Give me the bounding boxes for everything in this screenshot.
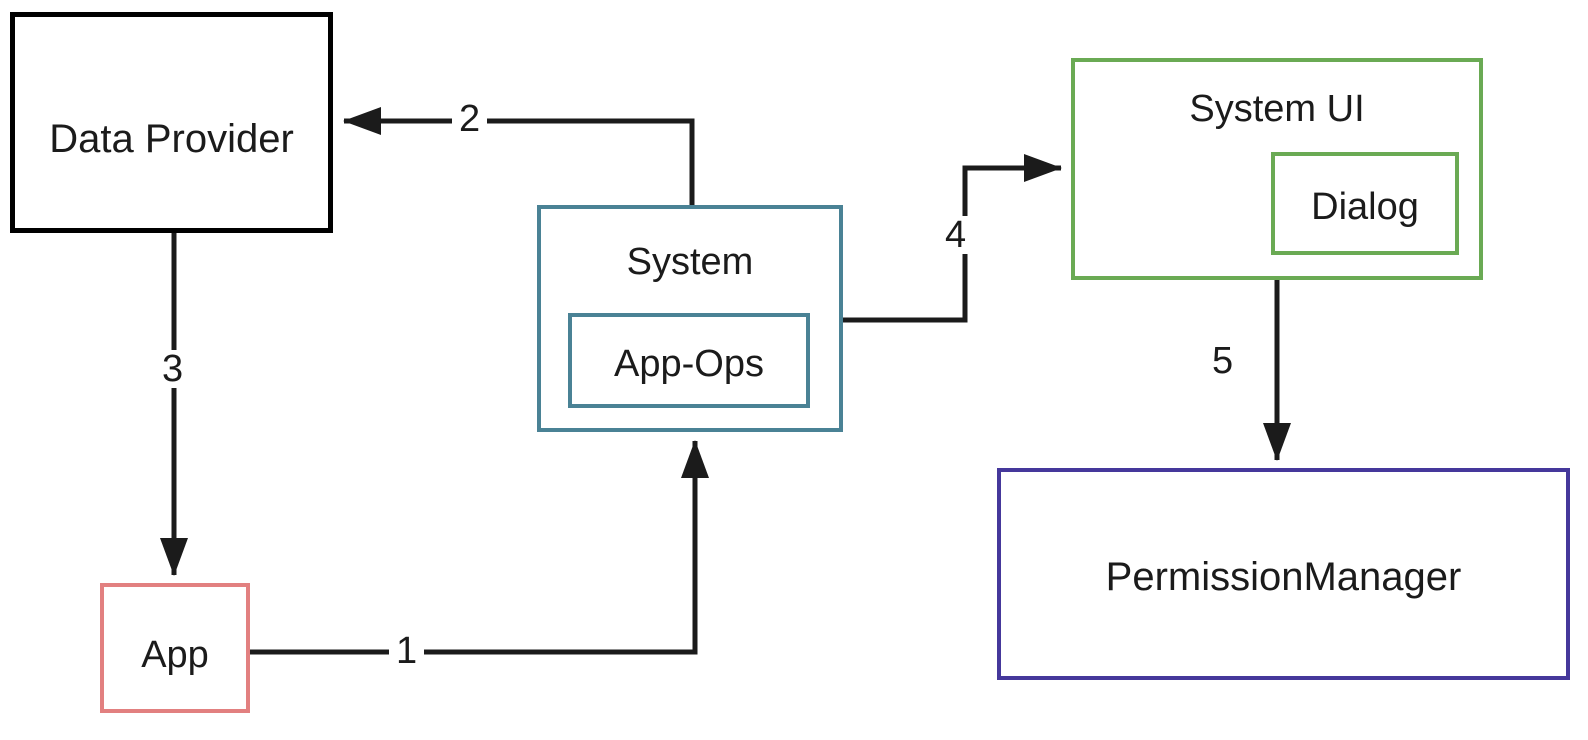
node-app[interactable]: App [100, 583, 250, 713]
node-permission-manager[interactable]: PermissionManager [997, 468, 1570, 680]
node-app-label: App [141, 634, 209, 676]
edge-label-3: 3 [155, 350, 191, 388]
edge-label-4: 4 [938, 216, 974, 254]
edge-label-1: 1 [389, 632, 425, 670]
edge-2-path [343, 107, 695, 205]
edge-label-5: 5 [1205, 342, 1241, 380]
node-dialog-label: Dialog [1311, 186, 1419, 228]
node-system-label: System [626, 241, 754, 283]
node-app-ops[interactable]: App-Ops [568, 313, 810, 408]
node-permission-manager-label: PermissionManager [1105, 555, 1462, 599]
edge-label-2: 2 [452, 100, 488, 138]
node-dialog[interactable]: Dialog [1271, 152, 1459, 255]
node-app-ops-label: App-Ops [614, 343, 764, 385]
node-system-ui-label: System UI [1189, 88, 1365, 130]
node-data-provider-label: Data Provider [49, 117, 294, 161]
edge-1-path [250, 440, 709, 655]
node-data-provider[interactable]: Data Provider [10, 12, 333, 233]
